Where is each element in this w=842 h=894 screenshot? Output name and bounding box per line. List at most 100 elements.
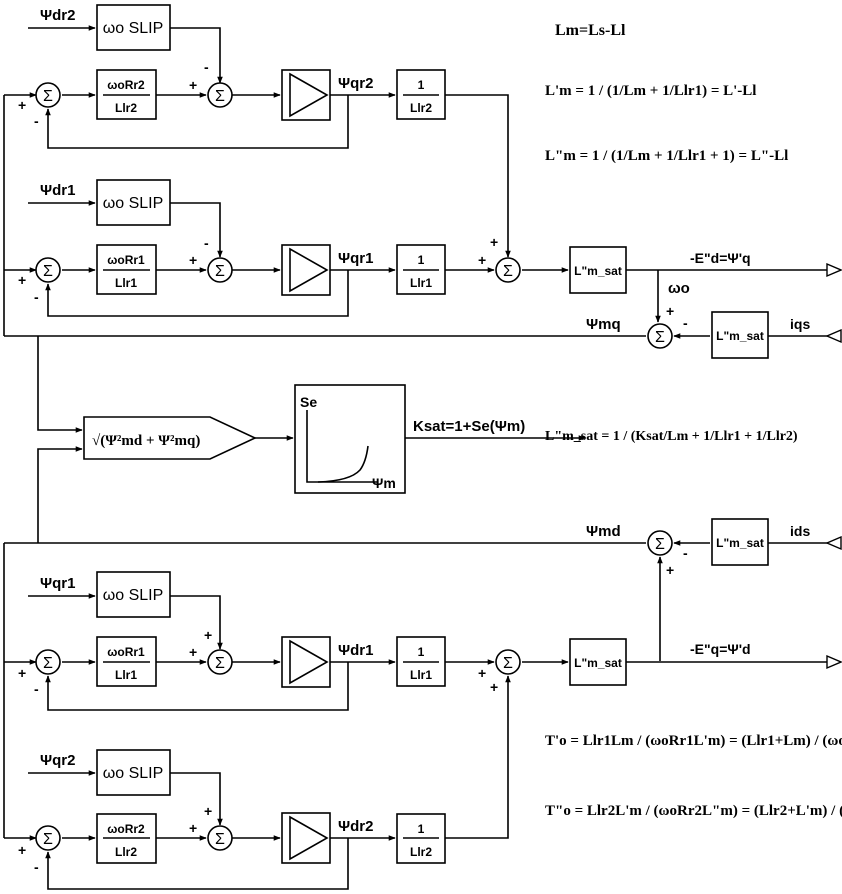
integrator-a (281, 69, 331, 121)
label-psi-qr1-in: Ψqr1 (40, 575, 75, 592)
slip-block-b: ωo SLIP (96, 179, 171, 226)
equation-lm-sat: L"m_sat = 1 / (Ksat/Lm + 1/Llr1 + 1/Llr2… (545, 429, 798, 444)
equation-lm-double-prime: L"m = 1 / (1/Lm + 1/Llr1 + 1) = L"-Ll (545, 148, 788, 164)
sign-minus: - (34, 113, 39, 129)
label-ed-output: -E"d=Ψ'q (690, 250, 751, 266)
wire-a-feedback (45, 95, 349, 149)
sum-a2: Σ (207, 82, 233, 108)
psi-m-axis-label: Ψm (372, 475, 396, 491)
gain-block-rr2-a: ωoRr2 Llr2 (96, 69, 157, 120)
sign-plus: + (478, 665, 486, 681)
gain-block-rr1-b: ωoRr1 Llr1 (96, 244, 157, 295)
wire-md-to-sqrt (37, 446, 83, 543)
sum-symbol: Σ (655, 536, 665, 553)
se-axes (306, 410, 378, 483)
sign-plus: + (189, 644, 197, 660)
sum-signs: + - + - + - + - + + + - - + + - + + + + … (18, 59, 688, 875)
label-psi-qr1: Ψqr1 (338, 250, 373, 267)
sum-symbol: Σ (503, 655, 513, 672)
wire-c-feedback (45, 662, 349, 711)
sqrt-expression: √(Ψ²md + Ψ²mq) (92, 433, 200, 449)
label-psi-dr2-out: Ψdr2 (338, 818, 373, 835)
summers: Σ Σ Σ Σ Σ Σ Σ Σ Σ Σ Σ Σ (35, 82, 673, 851)
fraction-denominator: Llr1 (115, 668, 137, 682)
sign-minus: - (683, 545, 688, 561)
equations: Lm=Ls-Ll L'm = 1 / (1/Lm + 1/Llr1) = L'-… (545, 22, 842, 819)
wire-d-feedback (45, 838, 349, 890)
wire-slip-d (170, 772, 223, 826)
inverse-block-lr1-b: 1 Llr1 (396, 244, 446, 295)
equation-lm: Lm=Ls-Ll (555, 22, 626, 39)
sum-symbol: Σ (215, 655, 225, 672)
sum-mq: Σ (647, 323, 673, 349)
label-psi-dr1-in: Ψdr1 (40, 182, 75, 199)
sum-symbol: Σ (43, 263, 53, 280)
label-psi-qr2: Ψqr2 (338, 75, 373, 92)
sqrt-block: √(Ψ²md + Ψ²mq) (83, 416, 257, 460)
sign-minus: - (34, 289, 39, 305)
label-ksat: Ksat=1+Se(Ψm) (413, 418, 525, 435)
se-curve (317, 445, 369, 483)
lm-sat-label: L"m_sat (574, 264, 622, 278)
label-iqs: iqs (790, 316, 810, 332)
integrator-b (281, 244, 331, 296)
terminal-ids (825, 535, 842, 551)
sum-a1: Σ (35, 82, 61, 108)
inverse-block-lr2-a: 1 Llr2 (396, 69, 446, 120)
wire-slip-b (170, 202, 223, 258)
inverse-block-lr2-d: 1 Llr2 (396, 813, 446, 864)
sign-plus: + (18, 665, 26, 681)
lm-sat-block-ids: L"m_sat (711, 518, 769, 566)
sign-plus: + (189, 252, 197, 268)
wire-d-out (445, 675, 511, 839)
wire-slip-a (170, 27, 223, 84)
fraction-denominator: Llr2 (410, 101, 432, 115)
fraction-numerator: 1 (418, 253, 425, 267)
equation-t-prime: T'o = Llr1Lm / (ωoRr1L'm) = (Llr1+Lm) / … (545, 733, 842, 749)
fraction-numerator: ωoRr1 (107, 645, 145, 659)
sign-plus: + (18, 97, 26, 113)
lm-sat-block-iqs: L"m_sat (711, 311, 769, 359)
gain-block-rr2-d: ωoRr2 Llr2 (96, 813, 157, 864)
sum-d-out: Σ (495, 649, 521, 675)
sum-symbol: Σ (215, 831, 225, 848)
terminal-eq (826, 654, 842, 670)
sign-minus: - (34, 681, 39, 697)
sign-plus: + (666, 303, 674, 319)
terminal-iqs (825, 328, 842, 344)
fraction-numerator: ωoRr2 (107, 78, 145, 92)
equation-lm-prime: L'm = 1 / (1/Lm + 1/Llr1) = L'-Ll (545, 83, 756, 99)
fraction-denominator: Llr1 (410, 276, 432, 290)
gain-block-rr1-c: ωoRr1 Llr1 (96, 636, 157, 687)
se-axis-label: Se (300, 394, 317, 410)
fraction-denominator: Llr2 (115, 101, 137, 115)
slip-block-d: ωo SLIP (96, 749, 171, 796)
sum-symbol: Σ (215, 88, 225, 105)
sign-minus: - (204, 59, 209, 75)
integrator-c (281, 636, 331, 688)
integrator-d (281, 812, 331, 864)
label-psi-md: Ψmd (586, 523, 621, 540)
sum-c1: Σ (35, 649, 61, 675)
sign-plus: + (490, 234, 498, 250)
sign-plus: + (204, 627, 212, 643)
label-psi-dr1-out: Ψdr1 (338, 642, 373, 659)
sign-plus: + (189, 77, 197, 93)
wire-b-feedback (45, 270, 349, 317)
sign-plus: + (666, 562, 674, 578)
wire-slip-c (170, 595, 223, 650)
label-eq-output: -E"q=Ψ'd (690, 641, 751, 657)
sign-plus: + (18, 842, 26, 858)
sign-minus: - (34, 859, 39, 875)
slip-block-c: ωo SLIP (96, 571, 171, 618)
label-omega-o: ωo (668, 280, 690, 297)
label-psi-dr2-in: Ψdr2 (40, 7, 75, 24)
fraction-numerator: ωoRr1 (107, 253, 145, 267)
sign-plus: + (478, 252, 486, 268)
sign-plus: + (204, 803, 212, 819)
sum-symbol: Σ (503, 263, 513, 280)
terminals (825, 262, 842, 670)
sum-b2: Σ (207, 257, 233, 283)
label-psi-mq: Ψmq (586, 316, 621, 333)
